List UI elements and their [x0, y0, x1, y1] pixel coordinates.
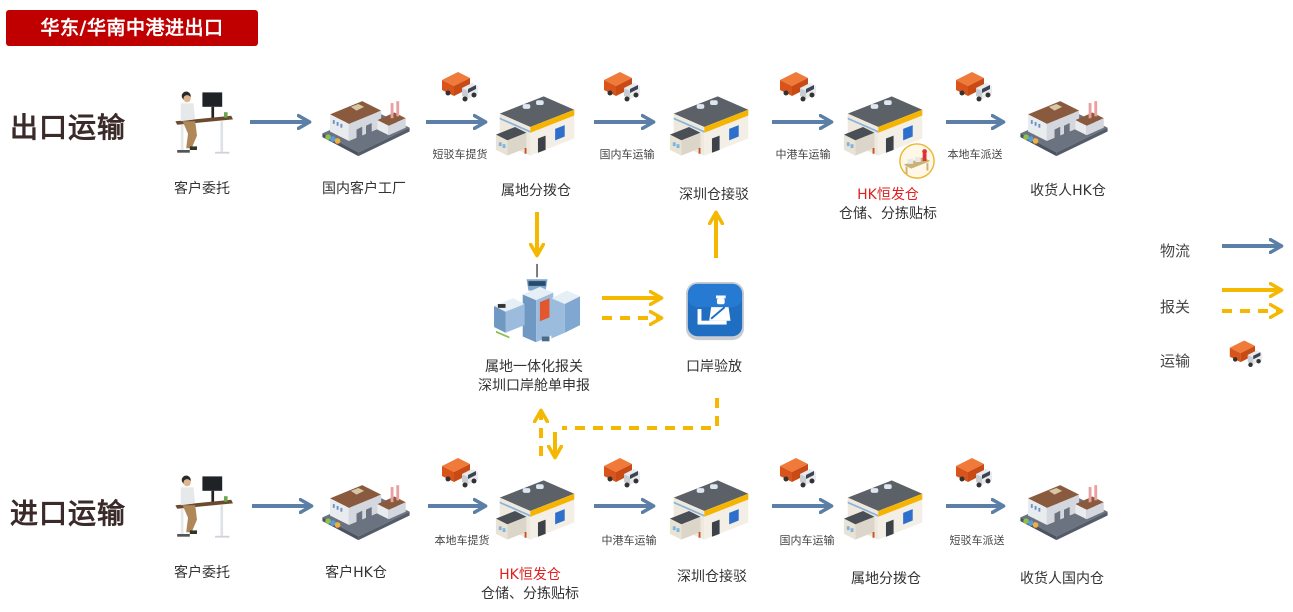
declaration-line-2: 深圳口岸舱单申报 — [478, 378, 590, 394]
export-node-label: 客户委托 — [174, 181, 230, 197]
import-edge-label: 国内车运输 — [779, 534, 835, 547]
customs-building-icon — [490, 262, 586, 348]
truck-icon — [954, 70, 994, 104]
truck-icon — [954, 456, 994, 490]
import-edge-label: 短驳车派送 — [949, 534, 1005, 547]
truck-icon — [440, 456, 480, 490]
inspection-node-label: 口岸验放 — [686, 359, 742, 375]
export-row-label: 出口运输 — [10, 111, 127, 144]
export-edge-label: 中港车运输 — [775, 148, 831, 161]
person-at-desk-icon — [170, 88, 242, 158]
legend-truck-icon — [1228, 338, 1264, 370]
export-edge-label: 短驳车提货 — [432, 148, 488, 161]
truck-icon — [440, 70, 480, 104]
factory-icon — [318, 470, 414, 542]
declaration-line-1: 属地一体化报关 — [485, 359, 583, 375]
import-node-label: 客户HK仓 — [325, 565, 387, 581]
import-node-label: 深圳仓接驳 — [677, 569, 747, 585]
hk-warehouse-service: 仓储、分拣贴标 — [839, 206, 937, 222]
diagram-title: 华东/华南中港进出口 — [6, 10, 258, 46]
truck-icon — [602, 70, 642, 104]
legend-logistics-label: 物流 — [1160, 242, 1191, 260]
import-node-label: 客户委托 — [174, 565, 230, 581]
import-row-label: 进口运输 — [10, 497, 127, 530]
export-node-label: 深圳仓接驳 — [679, 187, 749, 203]
truck-icon — [778, 456, 818, 490]
legend-transport-label: 运输 — [1160, 352, 1191, 370]
import-node-label: 收货人国内仓 — [1020, 571, 1104, 587]
import-edge-label: 本地车提货 — [434, 534, 490, 547]
import-node-label-hk: HK恒发仓 仓储、分拣贴标 — [450, 566, 610, 604]
customs-officer-icon — [684, 280, 746, 342]
hk-warehouse-name: HK恒发仓 — [857, 187, 919, 203]
import-node-label: 属地分拨仓 — [851, 571, 921, 587]
import-customs-dashed-path — [562, 398, 719, 430]
declaration-node-label: 属地一体化报关 深圳口岸舱单申报 — [454, 358, 614, 396]
export-node-label: 属地分拨仓 — [501, 183, 571, 199]
warehouse-icon — [668, 476, 754, 546]
warehouse-icon — [668, 92, 754, 162]
export-edge-label: 本地车派送 — [947, 148, 1003, 161]
export-edge-label: 国内车运输 — [599, 148, 655, 161]
hk-warehouse-name: HK恒发仓 — [499, 567, 561, 583]
export-node-label: 国内客户工厂 — [322, 181, 406, 197]
legend-customs-label: 报关 — [1160, 298, 1191, 316]
factory-icon — [1016, 86, 1112, 158]
truck-icon — [602, 456, 642, 490]
import-edge-label: 中港车运输 — [601, 534, 657, 547]
warehouse-icon — [494, 92, 580, 162]
factory-icon — [1016, 470, 1112, 542]
warehouse-icon — [842, 476, 928, 546]
factory-icon — [318, 86, 414, 158]
export-node-label: 收货人HK仓 — [1030, 183, 1106, 199]
export-node-label-hk: HK恒发仓 仓储、分拣贴标 — [808, 186, 968, 224]
hk-warehouse-service: 仓储、分拣贴标 — [481, 586, 579, 602]
truck-icon — [778, 70, 818, 104]
person-at-desk-icon — [170, 472, 242, 542]
